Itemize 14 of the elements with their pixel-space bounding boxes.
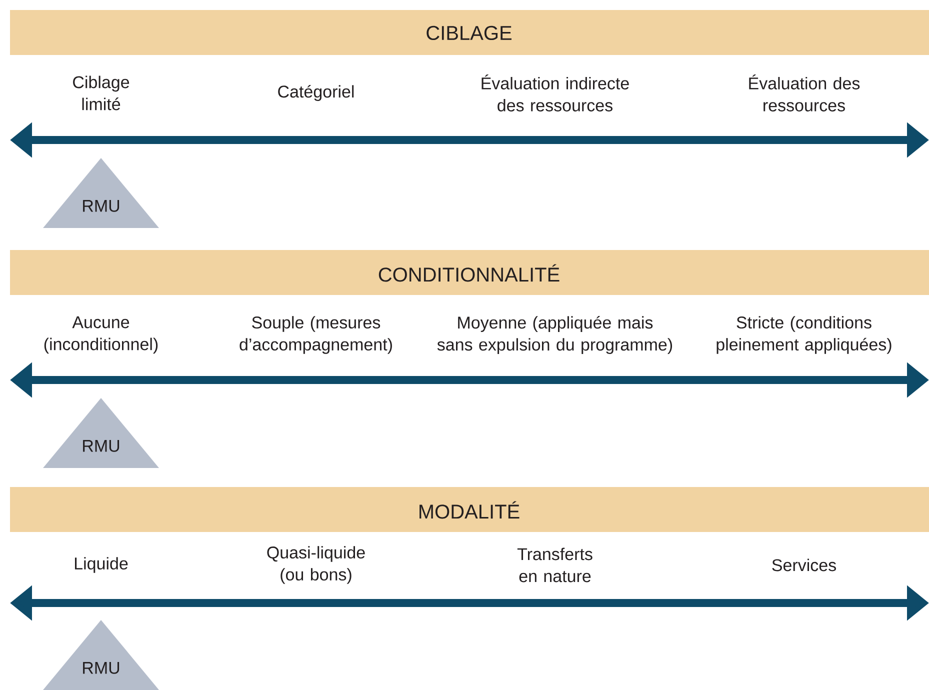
scale-label: Stricte (conditions pleinement appliquées) xyxy=(716,316,892,354)
section-band: CIBLAGE xyxy=(10,10,929,55)
scale-label: Moyenne (appliquée mais sans expulsion du programme) xyxy=(437,316,672,354)
scale-label: Catégoriel xyxy=(278,84,354,101)
scale-label: Aucune (inconditionnel) xyxy=(44,316,158,354)
scale-label: Transferts en nature xyxy=(517,548,592,582)
section-band: MODALITÉ xyxy=(10,486,929,532)
scale-label: Évaluation des ressources xyxy=(749,74,860,112)
scale-label: Souple (mesures d’accompagnement) xyxy=(240,316,392,354)
scale-label: Ciblage limité xyxy=(73,76,130,110)
section-band: CONDITIONNALITÉ xyxy=(10,250,929,295)
scale-label: Évaluation indirecte des ressources xyxy=(482,74,629,112)
scale-label: Liquide xyxy=(75,557,128,573)
scale-label: Services xyxy=(772,558,836,572)
